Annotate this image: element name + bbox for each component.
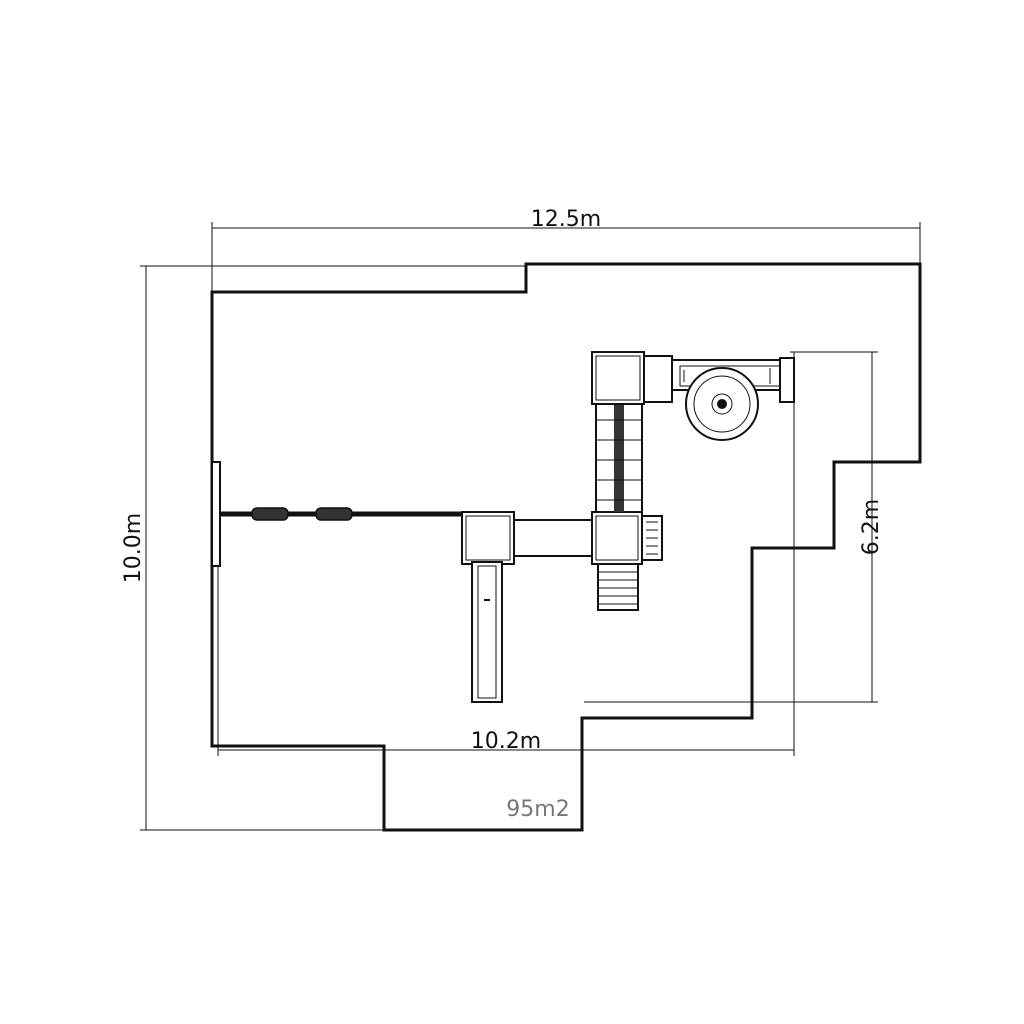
ladder xyxy=(597,563,639,611)
swing-set xyxy=(211,461,462,567)
tower-center xyxy=(591,511,643,565)
right-height-label: 6.2m xyxy=(859,499,884,555)
site-boundary xyxy=(210,262,922,832)
top-platform xyxy=(643,355,673,403)
tower-top-inner xyxy=(595,355,641,401)
bottom-width-label: 10.2m xyxy=(471,729,541,754)
bridge xyxy=(513,519,595,557)
tower-top xyxy=(591,351,645,405)
tower-left-inner xyxy=(465,515,511,561)
tower-left xyxy=(461,511,515,565)
area-label: 95m2 xyxy=(506,797,569,822)
connecting-ladder-bridge xyxy=(595,401,643,513)
spiral-slide xyxy=(671,357,795,441)
tower-center-inner xyxy=(595,515,639,561)
top-width-label: 12.5m xyxy=(531,207,601,232)
straight-slide xyxy=(471,561,503,703)
left-height-label: 10.0m xyxy=(121,513,146,583)
climbing-wall xyxy=(641,515,663,561)
